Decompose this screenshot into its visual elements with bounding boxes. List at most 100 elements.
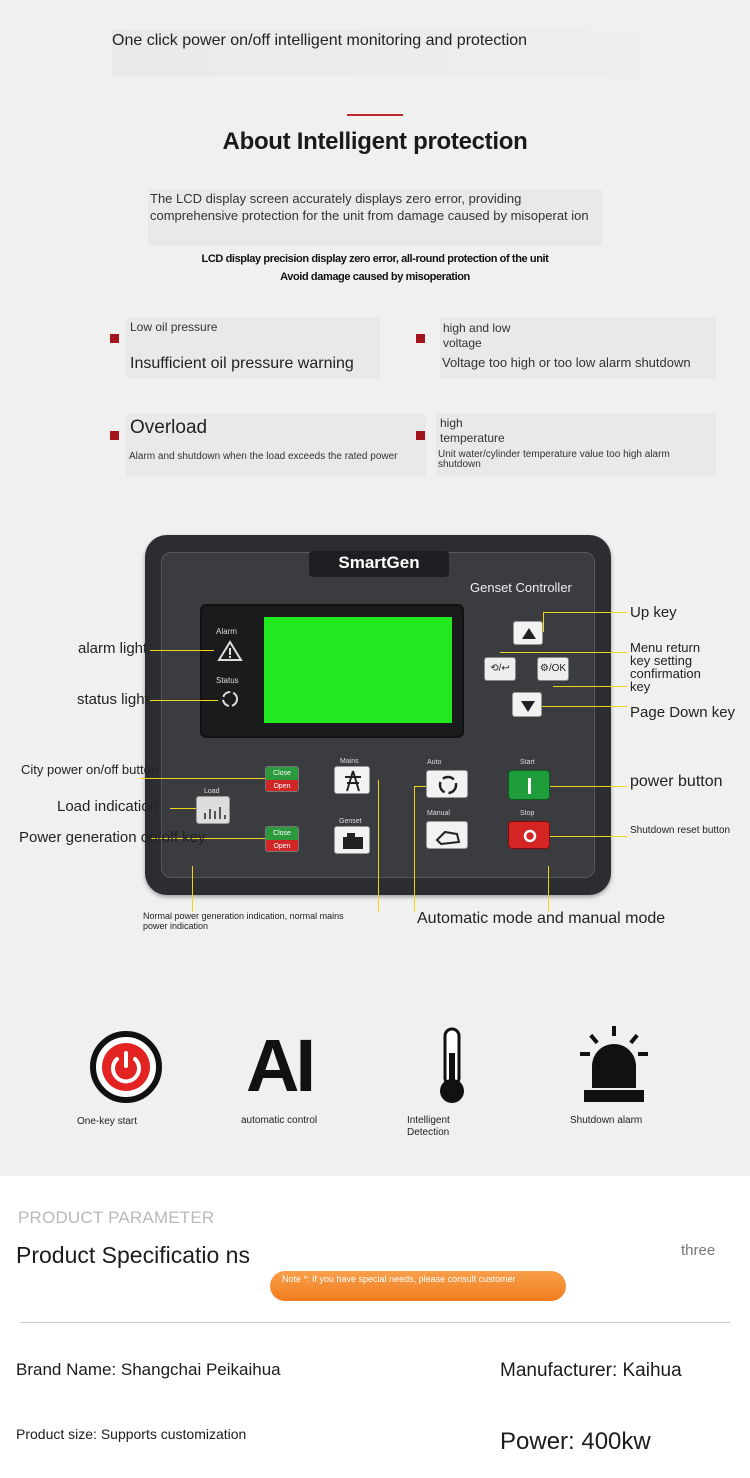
callout-line — [414, 786, 426, 787]
callout-menu-2: key setting — [630, 653, 693, 668]
mains-indicator — [334, 766, 370, 794]
callout-line — [150, 650, 214, 651]
feature-temp-tiny-1: Unit water/cylinder temperature value to… — [438, 449, 670, 460]
feature-voltage-small-1: high and low — [443, 321, 511, 335]
power-tower-icon — [345, 770, 361, 792]
callout-line — [150, 700, 218, 701]
start-label: Start — [520, 759, 535, 766]
callout-menu-4: key — [630, 679, 651, 694]
callout-line — [192, 866, 193, 912]
down-arrow-icon — [521, 701, 535, 712]
hand-icon — [435, 830, 461, 846]
thermometer-icon — [440, 1027, 464, 1103]
spec-divider — [20, 1322, 730, 1323]
feature-temp-small-1: high — [440, 416, 463, 430]
callout-line — [548, 866, 549, 912]
callout-line — [543, 612, 627, 613]
feature-overload-big: Overload — [130, 417, 208, 438]
feature-temp-tiny-2: shutdown — [438, 459, 481, 470]
setting-confirm-key[interactable]: ⚙/OK — [537, 657, 569, 681]
feature-temp-small-2: temperature — [440, 431, 505, 445]
load-bars-icon — [204, 807, 226, 819]
callout-line — [414, 786, 415, 912]
bullet-icon — [416, 431, 425, 440]
alarm-light-icon — [580, 1026, 648, 1102]
stop-label: Stop — [520, 810, 535, 817]
close-label: Close — [266, 767, 298, 780]
caption-one-key-start: One-key start — [77, 1116, 138, 1127]
feature-shade — [126, 318, 380, 378]
callout-line — [542, 706, 627, 707]
up-key[interactable] — [513, 621, 543, 645]
note-pill — [270, 1271, 566, 1301]
manual-mode-key[interactable] — [426, 821, 468, 849]
callout-auto-manual: Automatic mode and manual mode — [417, 910, 666, 927]
start-key[interactable] — [508, 770, 550, 800]
lcd-screen — [264, 617, 452, 723]
callout-line — [550, 836, 627, 837]
spec-size: Product size: Supports customization — [16, 1426, 247, 1442]
ai-icon: AI — [246, 1024, 316, 1107]
bullet-icon — [110, 431, 119, 440]
callout-line — [553, 686, 627, 687]
parameter-section — [0, 1176, 750, 1478]
spec-power: Power: 400kw — [500, 1428, 651, 1455]
auto-mode-key[interactable] — [426, 770, 468, 798]
caption-detection: Detection — [407, 1127, 450, 1138]
callout-normal-indication-1: Normal power generation indication, norm… — [143, 911, 344, 921]
callout-city-power: City power on/off button — [21, 762, 159, 777]
callout-menu-1: Menu return — [630, 640, 701, 655]
mains-close-open-key[interactable]: Close Open — [265, 766, 299, 792]
menu-return-key[interactable]: ⟲/↩ — [484, 657, 516, 681]
page-down-key[interactable] — [512, 692, 542, 717]
feature-oil-big: Insufficient oil pressure warning — [130, 355, 354, 372]
controller-subtitle: Genset Controller — [470, 580, 572, 595]
brand-plate — [309, 551, 449, 577]
spec-brand: Brand Name: Shangchai Peikaihua — [16, 1360, 281, 1379]
caption-shutdown-alarm: Shutdown alarm — [570, 1115, 643, 1126]
callout-menu-3: confirmation — [630, 666, 701, 681]
manual-label: Manual — [427, 810, 450, 817]
spec-title: Product Specificatio ns — [16, 1242, 250, 1268]
feature-voltage-big: Voltage too high or too low alarm shutdo… — [442, 355, 691, 370]
caption-intelligent: Intelligent — [407, 1115, 450, 1126]
callout-page-down: Page Down key — [630, 704, 736, 721]
status-icon — [222, 691, 238, 707]
stop-circle-icon — [523, 829, 537, 843]
genset-close-open-key[interactable]: Close Open — [265, 826, 299, 852]
close-label: Close — [266, 827, 298, 840]
callout-line — [378, 780, 379, 912]
caption-automatic-control: automatic control — [241, 1115, 318, 1126]
bullet-icon — [110, 334, 119, 343]
bullet-icon — [416, 334, 425, 343]
callout-shutdown-reset: Shutdown reset button — [630, 825, 731, 836]
about-description: The LCD display screen accurately displa… — [150, 191, 589, 223]
warning-icon — [217, 640, 243, 661]
open-label: Open — [266, 780, 298, 791]
return-icon: ⟲/↩ — [490, 663, 510, 674]
start-bar-icon — [528, 778, 531, 794]
power-icon — [90, 1031, 162, 1103]
title-accent-rule — [347, 114, 403, 116]
brand-logo-text: SmartGen — [338, 553, 420, 572]
description-background — [148, 190, 603, 246]
callout-line — [150, 838, 265, 839]
stop-key[interactable] — [508, 821, 550, 849]
callout-up-key: Up key — [630, 604, 677, 621]
genset-indicator — [334, 826, 370, 854]
open-label: Open — [266, 840, 298, 851]
callout-line — [543, 612, 544, 632]
spec-manufacturer: Manufacturer: Kaihua — [500, 1360, 682, 1381]
callout-load-indication: Load indication — [57, 798, 158, 815]
callout-line — [170, 808, 196, 809]
callout-alarm-light: alarm light — [78, 640, 148, 657]
callout-status-light: status light — [77, 691, 149, 708]
generator-icon — [343, 833, 363, 849]
three-label: three — [681, 1242, 716, 1259]
callout-power-button: power button — [630, 773, 723, 790]
callout-line — [500, 652, 627, 653]
feature-overload-tiny: Alarm and shutdown when the load exceeds… — [129, 451, 398, 462]
up-arrow-icon — [522, 628, 536, 639]
feature-shade — [440, 318, 716, 378]
alarm-label: Alarm — [216, 627, 237, 636]
